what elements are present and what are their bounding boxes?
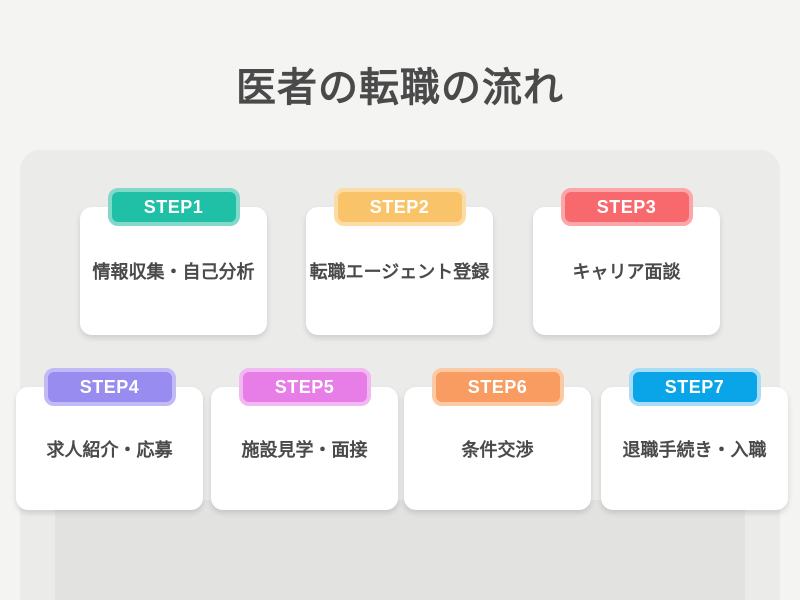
step-card-7: STEP7 退職手続き・入職 bbox=[601, 368, 788, 510]
step-card-4: STEP4 求人紹介・応募 bbox=[16, 368, 203, 510]
step-title-5: 施設見学・面接 bbox=[241, 439, 368, 460]
step-card-2: STEP2 転職エージェント登録 bbox=[306, 188, 493, 335]
step-badge-4: STEP4 bbox=[43, 368, 176, 406]
step-title-1: 情報収集・自己分析 bbox=[92, 262, 255, 282]
step-badge-5: STEP5 bbox=[238, 368, 371, 406]
step-card-5: STEP5 施設見学・面接 bbox=[211, 368, 398, 510]
page-title: 医者の転職の流れ bbox=[236, 66, 564, 110]
flow-inner-panel bbox=[55, 500, 745, 600]
step-card-3: STEP3 キャリア面談 bbox=[533, 188, 720, 335]
step-title-4: 求人紹介・応募 bbox=[46, 439, 173, 460]
step-badge-7: STEP7 bbox=[628, 368, 761, 406]
step-card-6: STEP6 条件交渉 bbox=[404, 368, 591, 510]
step-badge-3: STEP3 bbox=[560, 188, 693, 226]
step-badge-6: STEP6 bbox=[431, 368, 564, 406]
step-title-7: 退職手続き・入職 bbox=[622, 439, 767, 460]
step-title-2: 転職エージェント登録 bbox=[309, 262, 490, 282]
step-title-6: 条件交渉 bbox=[461, 439, 534, 460]
step-card-1: STEP1 情報収集・自己分析 bbox=[80, 188, 267, 335]
step-badge-2: STEP2 bbox=[333, 188, 466, 226]
step-badge-1: STEP1 bbox=[107, 188, 240, 226]
step-title-3: キャリア面談 bbox=[572, 262, 681, 282]
